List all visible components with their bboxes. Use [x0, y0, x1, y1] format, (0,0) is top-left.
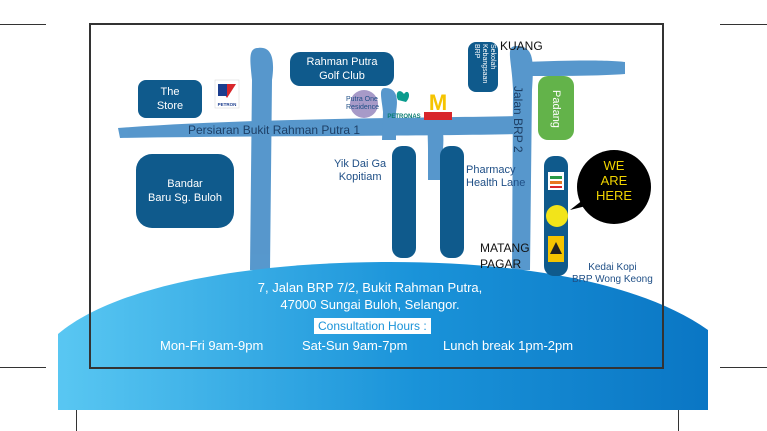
- hours-weekend: Sat-Sun 9am-7pm: [302, 338, 408, 353]
- crop-mark: [76, 408, 77, 431]
- hours-weekday: Mon-Fri 9am-9pm: [160, 338, 264, 353]
- label-putra-one: Putra One Residence: [346, 96, 380, 111]
- petron-logo: PETRON: [214, 79, 240, 109]
- label-golf-club: Rahman Putra Golf Club: [306, 56, 378, 82]
- the-store-block: [138, 80, 202, 118]
- pharmacy-block: [440, 146, 464, 258]
- crop-mark: [0, 24, 46, 25]
- label-we-are-here: WE ARE HERE: [595, 158, 633, 203]
- roads: [118, 46, 625, 270]
- svg-text:M: M: [429, 90, 447, 115]
- consultation-label: Consultation Hours :: [314, 318, 431, 334]
- svg-text:PETRON: PETRON: [218, 102, 237, 107]
- sekolah-block: [468, 42, 498, 92]
- here-bubble: [577, 150, 651, 224]
- label-padang: Padang: [550, 90, 562, 128]
- info-panel: [58, 262, 708, 410]
- road-label-jalan-brp2: Jalan BRP 2: [511, 86, 525, 153]
- road-jalan-brp2: [509, 46, 533, 270]
- road-short-vertical-2: [427, 120, 444, 180]
- label-bandar: Bandar Baru Sg. Buloh: [148, 178, 222, 204]
- shop-logo-7eleven: [548, 172, 564, 190]
- crop-mark: [0, 367, 46, 368]
- hours-lunch: Lunch break 1pm-2pm: [443, 338, 574, 353]
- golf-club-block: [290, 52, 394, 86]
- petronas-logo: PETRONAS: [387, 91, 421, 120]
- address-line-2: 47000 Sungai Buloh, Selangor.: [280, 297, 460, 312]
- road-label-persiaran: Persiaran Bukit Rahman Putra 1: [188, 123, 361, 137]
- padang-field: [538, 76, 574, 140]
- bandar-block: [136, 154, 234, 228]
- label-kuang: KUANG: [500, 39, 543, 53]
- crop-mark: [720, 24, 767, 25]
- road-persiaran: [118, 116, 520, 138]
- label-kedai-kopi: Kedai Kopi BRP Wong Keong: [572, 262, 653, 285]
- label-pharmacy: Pharmacy Health Lane: [466, 164, 526, 189]
- label-yik-dai-ga: Yik Dai Ga Kopitiam: [334, 158, 387, 183]
- map-frame: [89, 23, 664, 369]
- road-short-vertical: [380, 88, 397, 140]
- road-kuang-stub: [526, 60, 625, 76]
- label-matang-pagar: MATANG PAGAR: [480, 241, 530, 271]
- label-the-store: The Store: [156, 86, 184, 112]
- mcdonalds-logo: M: [424, 90, 452, 120]
- road-vertical-left: [250, 47, 274, 270]
- label-sekolah: Sekolah Kebangsaan BRP: [473, 44, 496, 84]
- shop-logo-2: [548, 236, 564, 262]
- yik-dai-ga-block: [392, 146, 416, 258]
- putra-one-circle: [350, 90, 378, 118]
- svg-text:PETRONAS: PETRONAS: [387, 114, 420, 120]
- here-marker: [546, 205, 568, 227]
- crop-mark: [720, 367, 767, 368]
- crop-mark: [678, 408, 679, 431]
- address-line-1: 7, Jalan BRP 7/2, Bukit Rahman Putra,: [257, 280, 483, 295]
